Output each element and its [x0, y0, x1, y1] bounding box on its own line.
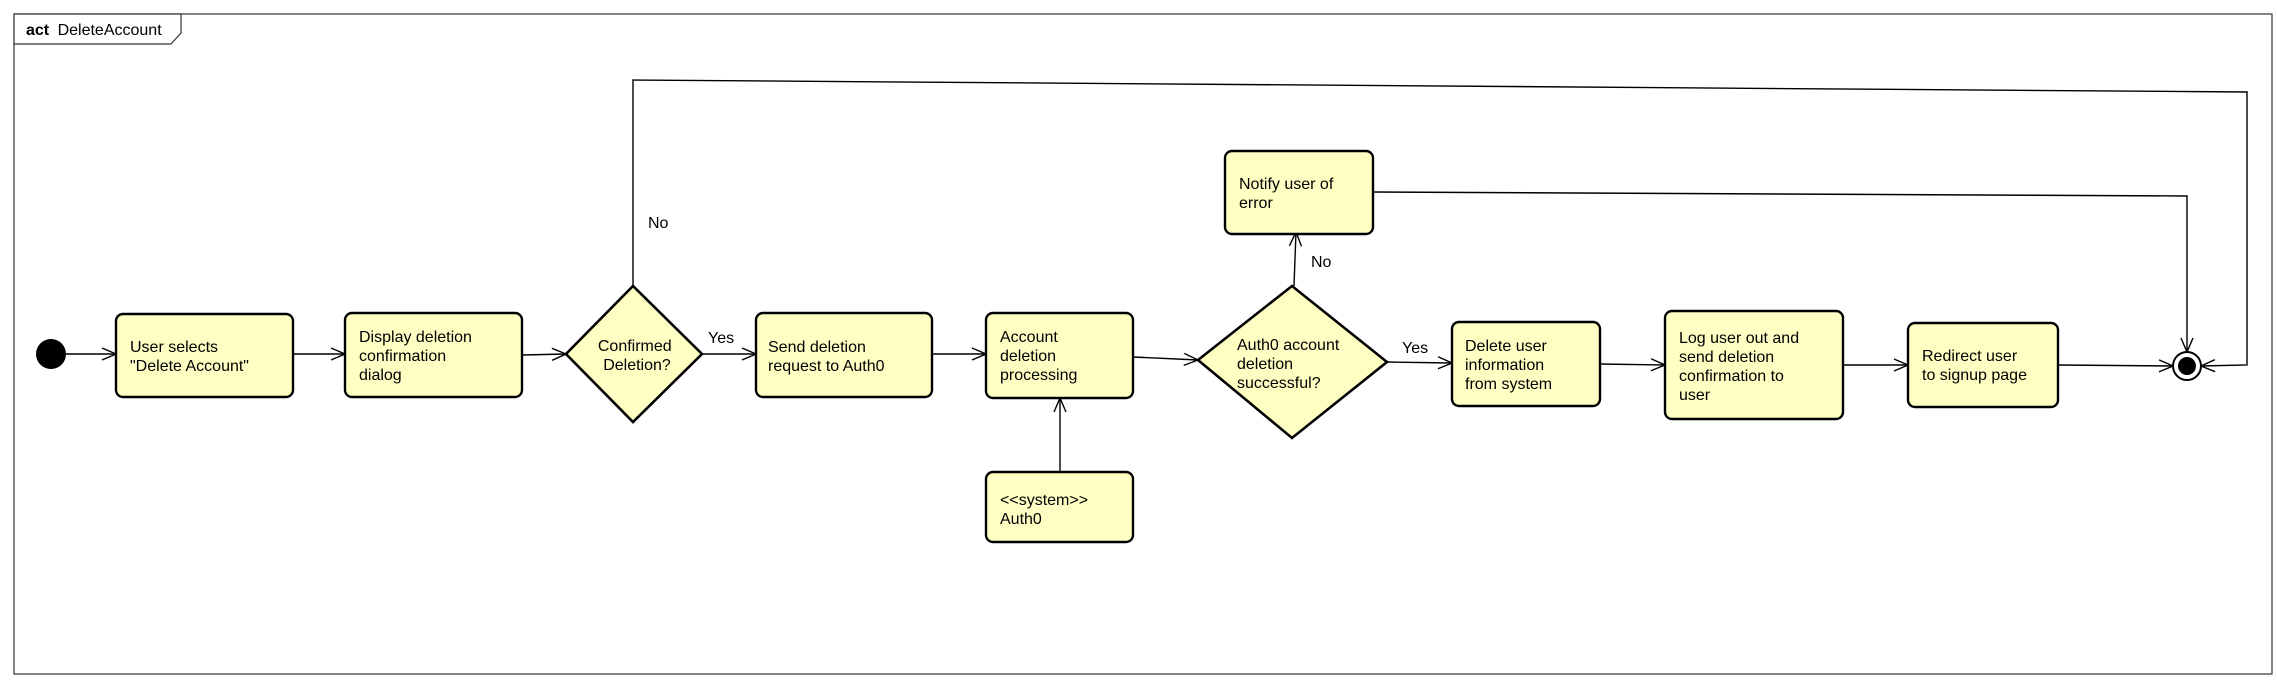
edge-label-confirmed-yes: Yes — [708, 330, 734, 347]
edge-redirect-to-end — [2057, 365, 2173, 366]
action-account-processing: Account deletion processing — [984, 311, 1135, 400]
frame-keyword: act — [26, 22, 50, 39]
frame-name: DeleteAccount — [58, 22, 163, 39]
svg-text:Send deletion request to: Send deletion request to Auth0 — [768, 339, 885, 375]
action-display-dialog: Display deletion confirmation dialog — [343, 311, 524, 399]
final-node — [2172, 351, 2202, 381]
svg-text:Auth0 account deletion: Auth0 account deletion successful? — [1237, 337, 1344, 392]
decision-auth0-success: Auth0 account deletion successful? — [1195, 284, 1390, 440]
action-notify-error: Notify user of error — [1223, 149, 1375, 236]
edge-label-success-yes: Yes — [1402, 340, 1428, 357]
edge-label-success-no: No — [1311, 254, 1332, 271]
svg-text:Display deletion confirm: Display deletion confirmation dialog — [359, 329, 476, 384]
svg-text:Log user out and send de: Log user out and send deletion confirmat… — [1679, 330, 1804, 404]
edge-success-no — [1294, 232, 1296, 287]
svg-text:Account deletion p: Account deletion processing — [1000, 329, 1077, 384]
edge-processing-to-success — [1132, 357, 1198, 360]
flow-edges — [66, 79, 2248, 472]
frame-title: act DeleteAccount — [26, 22, 162, 39]
edge-dialog-to-confirmed — [521, 354, 566, 355]
initial-node — [36, 339, 66, 369]
svg-text:<<system>> Auth0: <<system>> Auth0 — [1000, 492, 1093, 528]
action-user-selects: User selects "Delete Account" — [114, 312, 295, 399]
edge-confirmed-no — [632, 79, 2248, 366]
svg-text:Notify user of error: Notify user of error — [1239, 176, 1338, 212]
diagram-frame: act DeleteAccount — [13, 13, 2273, 675]
edge-success-yes — [1386, 362, 1452, 363]
svg-text:User selects "Delete Acc: User selects "Delete Account" — [130, 339, 249, 375]
edge-notify-to-end — [1372, 191, 2187, 352]
action-delete-info: Delete user information from system — [1450, 320, 1602, 408]
action-redirect: Redirect user to signup page — [1906, 321, 2060, 409]
svg-text:Confirmed Deletion?: Confirmed Deletion? — [598, 338, 676, 374]
action-send-request: Send deletion request to Auth0 — [754, 311, 934, 399]
edge-delete-to-logout — [1599, 364, 1665, 365]
svg-text:Delete user information: Delete user information from system — [1465, 338, 1552, 393]
object-auth0-system: <<system>> Auth0 — [984, 470, 1135, 544]
decision-confirmed-deletion: Confirmed Deletion? — [564, 284, 704, 424]
edge-label-confirmed-no: No — [648, 215, 669, 232]
svg-text:Redirect user to signup: Redirect user to signup page — [1922, 348, 2027, 384]
action-log-out: Log user out and send deletion confirmat… — [1663, 309, 1845, 421]
